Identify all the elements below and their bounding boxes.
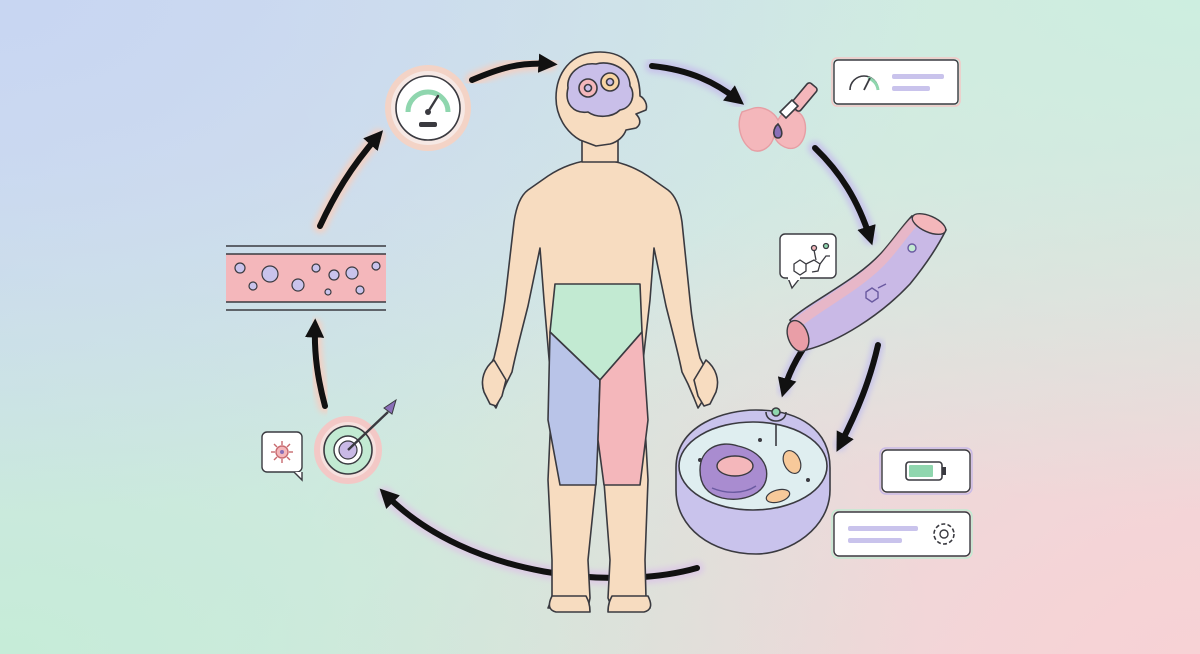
dropper-icon [773, 82, 818, 139]
body-hand-left [481, 359, 507, 407]
body-foot-left [548, 595, 591, 613]
body-foot-right [607, 595, 652, 613]
gauge-card [831, 57, 961, 107]
thyroid-node [738, 82, 818, 152]
gear-icon [578, 78, 598, 98]
gear-icon [600, 72, 620, 92]
body-thigh-right [597, 331, 649, 486]
molecule-bubble [779, 233, 837, 290]
nucleus [699, 443, 768, 500]
battery-icon [905, 461, 946, 481]
arrow-cell-to-target [378, 487, 704, 585]
molecule-icon [865, 243, 917, 303]
battery-card [879, 447, 973, 495]
human-body [481, 51, 719, 613]
mitochondrion [782, 450, 802, 474]
arrow-vessel-to-cell-right [834, 339, 884, 452]
arrow-thyroid-to-vessel [808, 141, 877, 246]
mitochondrion [765, 488, 791, 504]
cycle-arrows [305, 53, 884, 585]
receptor-icon [765, 407, 787, 446]
settings-card [831, 509, 973, 559]
virus-bubble [261, 431, 303, 482]
gauge-node [385, 65, 471, 151]
arrow-gauge-to-brain [465, 53, 558, 87]
vessel-node [786, 212, 948, 353]
cell-node [675, 407, 831, 555]
brain-icon [566, 62, 634, 118]
molecule-icon [793, 242, 830, 276]
target-node [314, 398, 397, 484]
arrow-bloodstream-to-gauge [313, 129, 385, 233]
gauge-icon [849, 75, 880, 91]
arrow-target-to-bloodstream [305, 318, 332, 413]
gear-icon [933, 523, 955, 545]
arrow-brain-to-thyroid [645, 59, 745, 107]
body-hand-right [693, 359, 719, 407]
bloodstream-node [226, 245, 386, 311]
virus-icon [271, 441, 293, 463]
